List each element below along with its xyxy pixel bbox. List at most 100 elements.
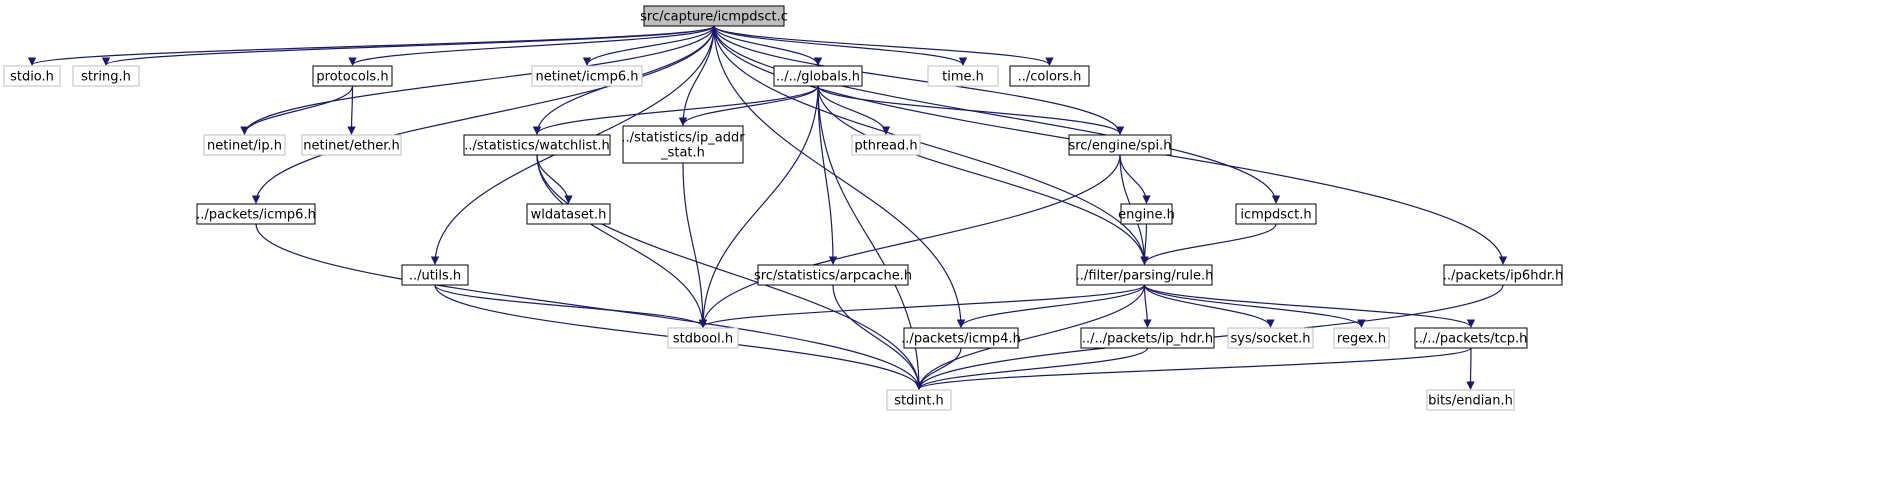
node-ip-hdr[interactable]: ../../packets/ip_hdr.h: [1080, 327, 1215, 349]
node-ip-addr-stat[interactable]: ../statistics/ip_addr_stat.h: [621, 125, 745, 164]
node-stdint: stdint.h: [886, 389, 952, 411]
edge-globals-to-rule: [817, 85, 1149, 265]
node-packets-icmp6[interactable]: ../packets/icmp6.h: [196, 203, 316, 225]
node-bits-endian: bits/endian.h: [1426, 389, 1515, 411]
node-label: src/capture/icmpdsct.c: [640, 10, 788, 25]
node-spi[interactable]: src/engine/spi.h: [1068, 134, 1172, 156]
edge-globals-to-watchlist: [532, 85, 819, 135]
edge-tcp-to-stdint: [915, 347, 1472, 390]
node-rule[interactable]: ../filter/parsing/rule.h: [1076, 264, 1214, 286]
edge-arpcache-to-stdint: [832, 284, 924, 390]
edge-rule-to-stdint: [914, 284, 1146, 390]
edge-root-to-string: [102, 25, 715, 66]
node-globals[interactable]: ../../globals.h: [773, 65, 863, 87]
edge-rule-to-regex: [1143, 284, 1366, 328]
edge-watchlist-to-wldataset: [536, 154, 573, 204]
edge-root-to-spi: [713, 25, 1125, 135]
node-label: ../statistics/watchlist.h: [464, 139, 610, 154]
edge-watchlist-to-stdbool: [536, 154, 708, 328]
edge-rule-to-ip_hdr: [1143, 284, 1152, 328]
node-watchlist[interactable]: ../statistics/watchlist.h: [463, 134, 611, 156]
node-label: src/engine/spi.h: [1068, 139, 1171, 154]
edge-globals-to-pthread: [817, 85, 891, 135]
node-label: netinet/ip.h: [207, 139, 282, 154]
edge-protocols-to-netinet_ether: [347, 85, 356, 135]
node-pthread: pthread.h: [851, 134, 921, 156]
node-packets-icmp4[interactable]: ../packets/icmp4.h: [901, 327, 1021, 349]
node-ip6hdr[interactable]: ../packets/ip6hdr.h: [1443, 264, 1563, 286]
node-label: pthread.h: [854, 139, 917, 154]
node-box: [1080, 327, 1215, 349]
edge-root-to-colors: [713, 25, 1054, 66]
node-stdio: stdio.h: [3, 65, 61, 87]
edge-engine-to-rule: [1140, 223, 1149, 265]
edge-utils-to-stdbool: [434, 284, 708, 328]
edge-globals-to-stdbool: [698, 85, 819, 328]
node-label: src/statistics/arpcache.h: [754, 269, 912, 284]
node-box: [1426, 389, 1515, 411]
node-label: wldataset.h: [531, 208, 607, 223]
node-box: [463, 134, 611, 156]
edge-protocols-to-netinet_ip: [240, 85, 354, 135]
node-box: [1414, 327, 1528, 349]
node-netinet-ip: netinet/ip.h: [203, 134, 286, 156]
node-box: [1009, 65, 1090, 87]
node-box: [1227, 327, 1314, 349]
node-arpcache[interactable]: src/statistics/arpcache.h: [754, 264, 912, 286]
node-box: [1333, 327, 1390, 349]
edge-tcp-to-bits_endian: [1466, 347, 1475, 390]
node-box: [3, 65, 61, 87]
node-engine[interactable]: engine.h: [1118, 203, 1175, 225]
node-utils[interactable]: ../utils.h: [401, 264, 469, 286]
node-label: _stat.h: [660, 146, 705, 161]
node-box: [1068, 134, 1172, 156]
node-box: [886, 389, 952, 411]
edge-root-to-netinet_icmp6: [582, 25, 715, 66]
edge-root-to-netinet_ip: [240, 25, 715, 135]
edge-ip_hdr-to-stdint: [914, 347, 1149, 390]
node-label: ../packets/icmp4.h: [901, 332, 1021, 347]
node-box: [312, 65, 393, 87]
node-box: [622, 125, 744, 164]
node-box: [667, 327, 739, 349]
node-label: stdio.h: [10, 70, 54, 85]
node-label: ../colors.h: [1018, 70, 1082, 85]
node-label: netinet/ether.h: [303, 139, 400, 154]
edge-icmpdsct-to-rule: [1140, 223, 1277, 265]
node-box: [927, 65, 999, 87]
edge-root-to-packets_icmp4: [713, 25, 966, 328]
edge-root-to-protocols: [348, 25, 715, 66]
edge-spi-to-stdbool: [698, 154, 1121, 328]
node-root[interactable]: src/capture/icmpdsct.c: [640, 5, 788, 27]
node-wldataset[interactable]: wldataset.h: [526, 203, 611, 225]
node-label: ../packets/ip6hdr.h: [1443, 269, 1563, 284]
edge-root-to-time: [713, 25, 968, 66]
node-colors[interactable]: ../colors.h: [1009, 65, 1090, 87]
node-label: engine.h: [1118, 208, 1175, 223]
edge-root-to-packets_icmp6: [251, 25, 715, 204]
edge-globals-to-arpcache: [817, 85, 838, 265]
node-box: [301, 134, 402, 156]
node-label: stdbool.h: [673, 332, 733, 347]
node-tcp[interactable]: ../../packets/tcp.h: [1414, 327, 1528, 349]
node-box: [196, 203, 316, 225]
edge-globals-to-ip_addr_stat: [678, 85, 819, 126]
node-netinet-ether: netinet/ether.h: [301, 134, 402, 156]
node-label: icmpdsct.h: [1240, 208, 1311, 223]
edge-spi-to-engine: [1119, 154, 1151, 204]
edge-packets_icmp6-to-stdint: [255, 223, 924, 390]
node-label: ../filter/parsing/rule.h: [1076, 269, 1214, 284]
node-label: netinet/icmp6.h: [536, 70, 639, 85]
node-protocols[interactable]: protocols.h: [312, 65, 393, 87]
edge-globals-to-spi: [817, 85, 1125, 135]
edge-root-to-globals: [713, 25, 823, 66]
node-box: [203, 134, 286, 156]
node-box: [643, 5, 785, 27]
node-icmpdsct[interactable]: icmpdsct.h: [1235, 203, 1317, 225]
node-box: [903, 327, 1019, 349]
node-label: ../../packets/tcp.h: [1415, 332, 1528, 347]
node-box: [1076, 264, 1213, 286]
node-label: protocols.h: [316, 70, 388, 85]
